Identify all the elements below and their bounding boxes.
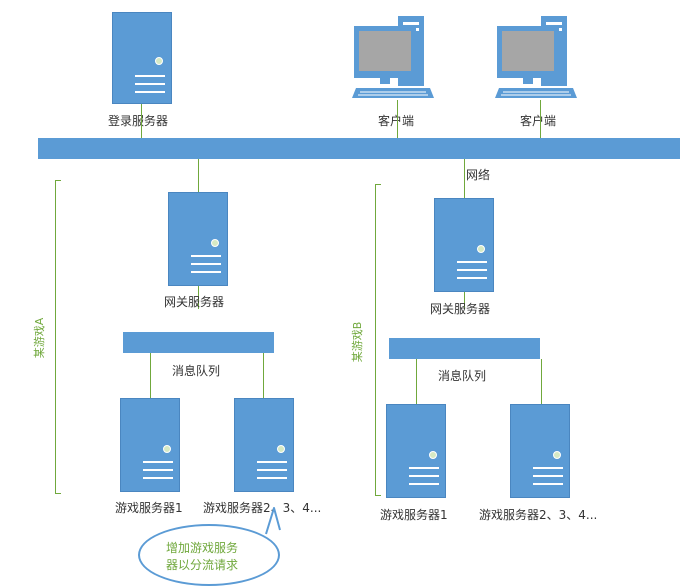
login-server-label: 登录服务器 — [108, 114, 169, 128]
game-b-queue-bar — [389, 338, 540, 359]
callout-pointer — [265, 507, 281, 535]
game-b-server-1-icon — [386, 404, 446, 498]
callout-bubble — [138, 524, 280, 586]
game-b-bracket — [375, 184, 381, 496]
game-b-gateway-label: 网关服务器 — [430, 302, 491, 316]
client-2-label: 客户端 — [520, 114, 557, 128]
network-bar — [38, 138, 680, 159]
game-b-server-n-icon — [510, 404, 570, 498]
game-b-server-1-label: 游戏服务器1 — [380, 508, 448, 522]
game-a-side-label: 某游戏A — [33, 317, 46, 359]
callout-line-2: 器以分流请求 — [166, 558, 239, 572]
network-label: 网络 — [466, 168, 491, 182]
client-1-label: 客户端 — [378, 114, 415, 128]
game-a-server-1-label: 游戏服务器1 — [115, 501, 183, 515]
game-a-server-n-label: 游戏服务器2、3、4... — [203, 501, 322, 515]
game-a-server-1-connector — [150, 353, 151, 437]
client-2-connector — [540, 100, 541, 138]
game-b-gateway-server-icon — [434, 198, 494, 292]
login-server-icon — [112, 12, 172, 104]
game-a-gateway-server-icon — [168, 192, 228, 286]
game-b-queue-label: 消息队列 — [438, 369, 487, 383]
game-a-server-1-icon — [120, 398, 180, 492]
game-a-queue-bar — [123, 332, 274, 353]
login-server-connector — [141, 104, 142, 138]
client-1-connector — [397, 100, 398, 138]
game-a-gateway-label: 网关服务器 — [164, 295, 225, 309]
callout-text: 增加游戏服务 器以分流请求 — [166, 540, 266, 574]
game-b-server-n-connector — [541, 359, 542, 441]
callout-line-1: 增加游戏服务 — [166, 541, 239, 555]
game-a-queue-label: 消息队列 — [172, 364, 221, 378]
game-b-server-n-label: 游戏服务器2、3、4... — [479, 508, 598, 522]
client-computer-icon — [495, 16, 577, 98]
game-b-server-1-connector — [416, 359, 417, 441]
game-a-server-n-connector — [263, 353, 264, 437]
client-computer-icon — [352, 16, 434, 98]
game-b-side-label: 某游戏B — [351, 321, 364, 363]
game-a-server-n-icon — [234, 398, 294, 492]
game-a-bracket — [55, 180, 61, 494]
